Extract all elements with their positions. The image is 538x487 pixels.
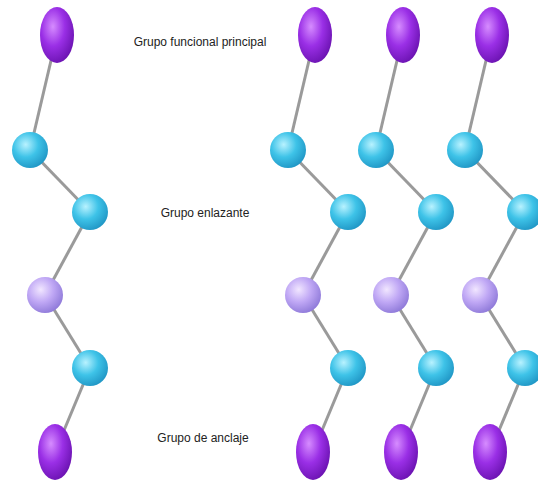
group-label: Grupo enlazante <box>158 205 253 221</box>
chain-atom <box>330 350 366 386</box>
end-group-atom <box>386 7 420 63</box>
chain-atom <box>358 132 394 168</box>
chain-atom <box>507 350 538 386</box>
group-label: Grupo funcional principal <box>131 34 270 50</box>
end-group-atom <box>40 7 74 63</box>
chain-atom <box>418 194 454 230</box>
end-group-atom <box>475 7 509 63</box>
chain-atom <box>12 132 48 168</box>
chain-atom <box>418 350 454 386</box>
end-group-atom <box>384 424 418 480</box>
chain-atom <box>270 132 306 168</box>
end-group-atom <box>473 424 507 480</box>
chain-atom <box>285 277 321 313</box>
end-group-atom <box>298 7 332 63</box>
chain-atom <box>27 277 63 313</box>
chain-atom <box>72 350 108 386</box>
chain-atom <box>330 194 366 230</box>
chain-atom <box>447 132 483 168</box>
end-group-atom <box>38 424 72 480</box>
chain-atom <box>72 194 108 230</box>
group-label: Grupo de anclaje <box>154 430 251 446</box>
end-group-atom <box>296 424 330 480</box>
chain-atom <box>373 277 409 313</box>
chain-atom <box>462 277 498 313</box>
chain-atom <box>507 194 538 230</box>
